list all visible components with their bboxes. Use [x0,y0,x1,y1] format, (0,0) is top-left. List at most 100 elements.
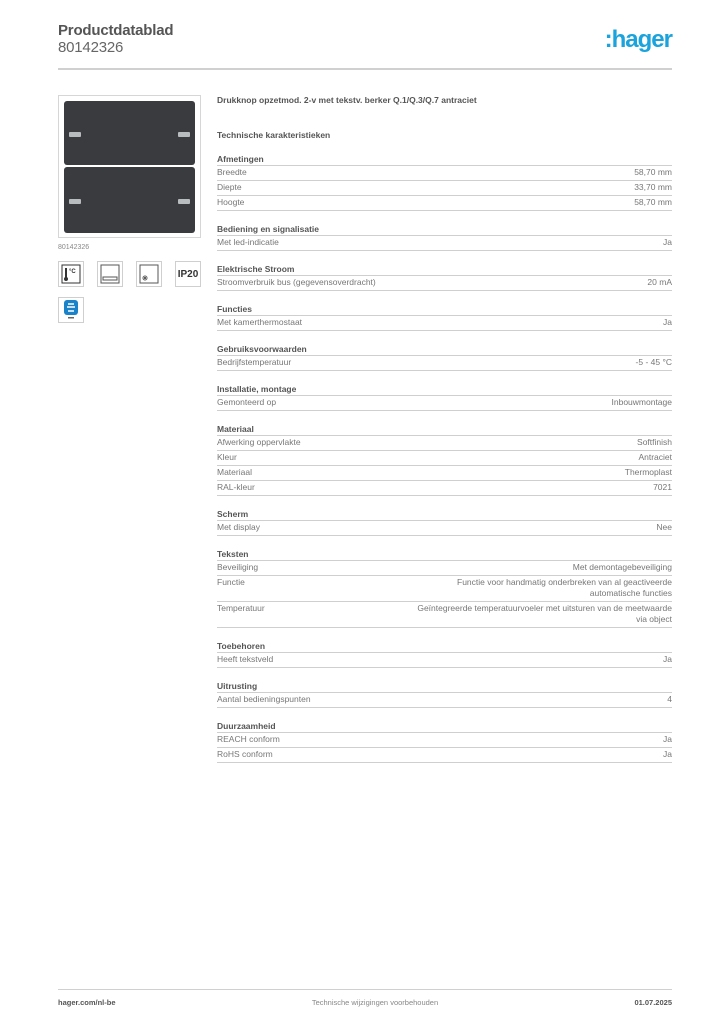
rocker-bottom [64,167,195,233]
spec-value: Ja [663,734,672,744]
spec-row: RAL-kleur 7021 [217,481,672,496]
page-footer: hager.com/nl-be Technische wijzigingen v… [58,998,672,1007]
spec-value: Inbouwmontage [611,397,673,407]
footer-divider [58,989,672,990]
spec-row: Aantal bedieningspunten 4 [217,693,672,708]
led-indicator [69,132,81,137]
spec-label: Bedrijfstemperatuur [217,357,292,367]
spec-row: Breedte 58,70 mm [217,166,672,181]
led-indicator [178,132,190,137]
spec-label: Kleur [217,452,237,462]
spec-value: 58,70 mm [634,197,672,207]
spec-label: Afwerking oppervlakte [217,437,301,447]
section-title: Functies [217,303,672,316]
thermometer-celsius-icon: °C [58,261,84,287]
spec-row: Met display Nee [217,521,672,536]
spec-label: Temperatuur [217,603,265,613]
led-indicator-icon [136,261,162,287]
section-title: Toebehoren [217,640,672,653]
section-title: Scherm [217,508,672,521]
page-header: Productdatablad 80142326 :hager [58,22,673,70]
led-indicator [178,199,190,204]
spec-value: Ja [663,654,672,664]
spec-label: Met display [217,522,260,532]
spec-label: Stroomverbruik bus (gegevensoverdracht) [217,277,376,287]
product-number: 80142326 [58,39,124,56]
spec-value: 4 [667,694,672,704]
spec-value: -5 - 45 °C [635,357,672,367]
section-title: Gebruiksvoorwaarden [217,343,672,356]
disclaimer: Technische wijzigingen voorbehouden [311,998,439,1007]
spec-value: Ja [663,749,672,759]
spec-label: Materiaal [217,467,252,477]
spec-label: Diepte [217,182,242,192]
website-link[interactable]: hager.com/nl-be [58,998,116,1007]
spec-row: Met led-indicatie Ja [217,236,672,251]
spec-value: Nee [656,522,672,532]
led-indicator [69,199,81,204]
spec-value: Geïntegreerde temperatuurvoeler met uits… [417,603,672,624]
spec-label: Aantal bedieningspunten [217,694,311,704]
spec-label: RAL-kleur [217,482,255,492]
ip20-icon: IP20 [175,261,201,287]
rocker-top [64,101,195,165]
svg-text:°C: °C [69,269,76,275]
spec-value: Ja [663,237,672,247]
spec-row: Bedrijfstemperatuur -5 - 45 °C [217,356,672,371]
section-title: Duurzaamheid [217,720,672,733]
spec-value: Softfinish [637,437,672,447]
spec-value: Met demontagebeveiliging [572,562,672,572]
spec-row: Heeft tekstveld Ja [217,653,672,668]
feature-icons: °C IP20 [58,261,202,287]
section-title: Uitrusting [217,680,672,693]
spec-value: Thermoplast [624,467,672,477]
header-divider [58,68,672,70]
spec-label: Breedte [217,167,247,177]
spec-label: Met kamerthermostaat [217,317,303,327]
spec-row: Afwerking oppervlakte Softfinish [217,436,672,451]
spec-value: 33,70 mm [634,182,672,192]
spec-label: RoHS conform [217,749,273,759]
product-name: Drukknop opzetmod. 2-v met tekstv. berke… [217,95,477,105]
product-details: Drukknop opzetmod. 2-v met tekstv. berke… [217,95,672,763]
spec-label: Hoogte [217,197,245,207]
spec-value: 20 mA [647,277,672,287]
spec-row: Temperatuur Geïntegreerde temperatuurvoel… [217,602,672,628]
easy-tool-icon [58,297,84,323]
hager-logo: :hager [604,26,673,53]
spec-value: 7021 [653,482,672,492]
spec-label: Heeft tekstveld [217,654,274,664]
text-field-icon [97,261,123,287]
spec-row: Materiaal Thermoplast [217,466,672,481]
spec-row: Hoogte 58,70 mm [217,196,672,211]
section-title: Materiaal [217,423,672,436]
spec-value: 58,70 mm [634,167,672,177]
spec-value: Ja [663,317,672,327]
section-title: Installatie, montage [217,383,672,396]
section-title: Teksten [217,548,672,561]
spec-value: Functie voor handmatig onderbreken van a… [457,577,672,598]
image-caption: 80142326 [58,244,90,251]
spec-value: Antraciet [638,452,672,462]
software-icons [58,297,202,323]
technical-characteristics-title: Technische karakteristieken [217,130,331,140]
section-title: Afmetingen [217,153,672,166]
spec-label: Met led-indicatie [217,237,279,247]
spec-row: Stroomverbruik bus (gegevensoverdracht) 2… [217,276,672,291]
spec-row: RoHS conform Ja [217,748,672,763]
section-title: Bediening en signalisatie [217,223,672,236]
